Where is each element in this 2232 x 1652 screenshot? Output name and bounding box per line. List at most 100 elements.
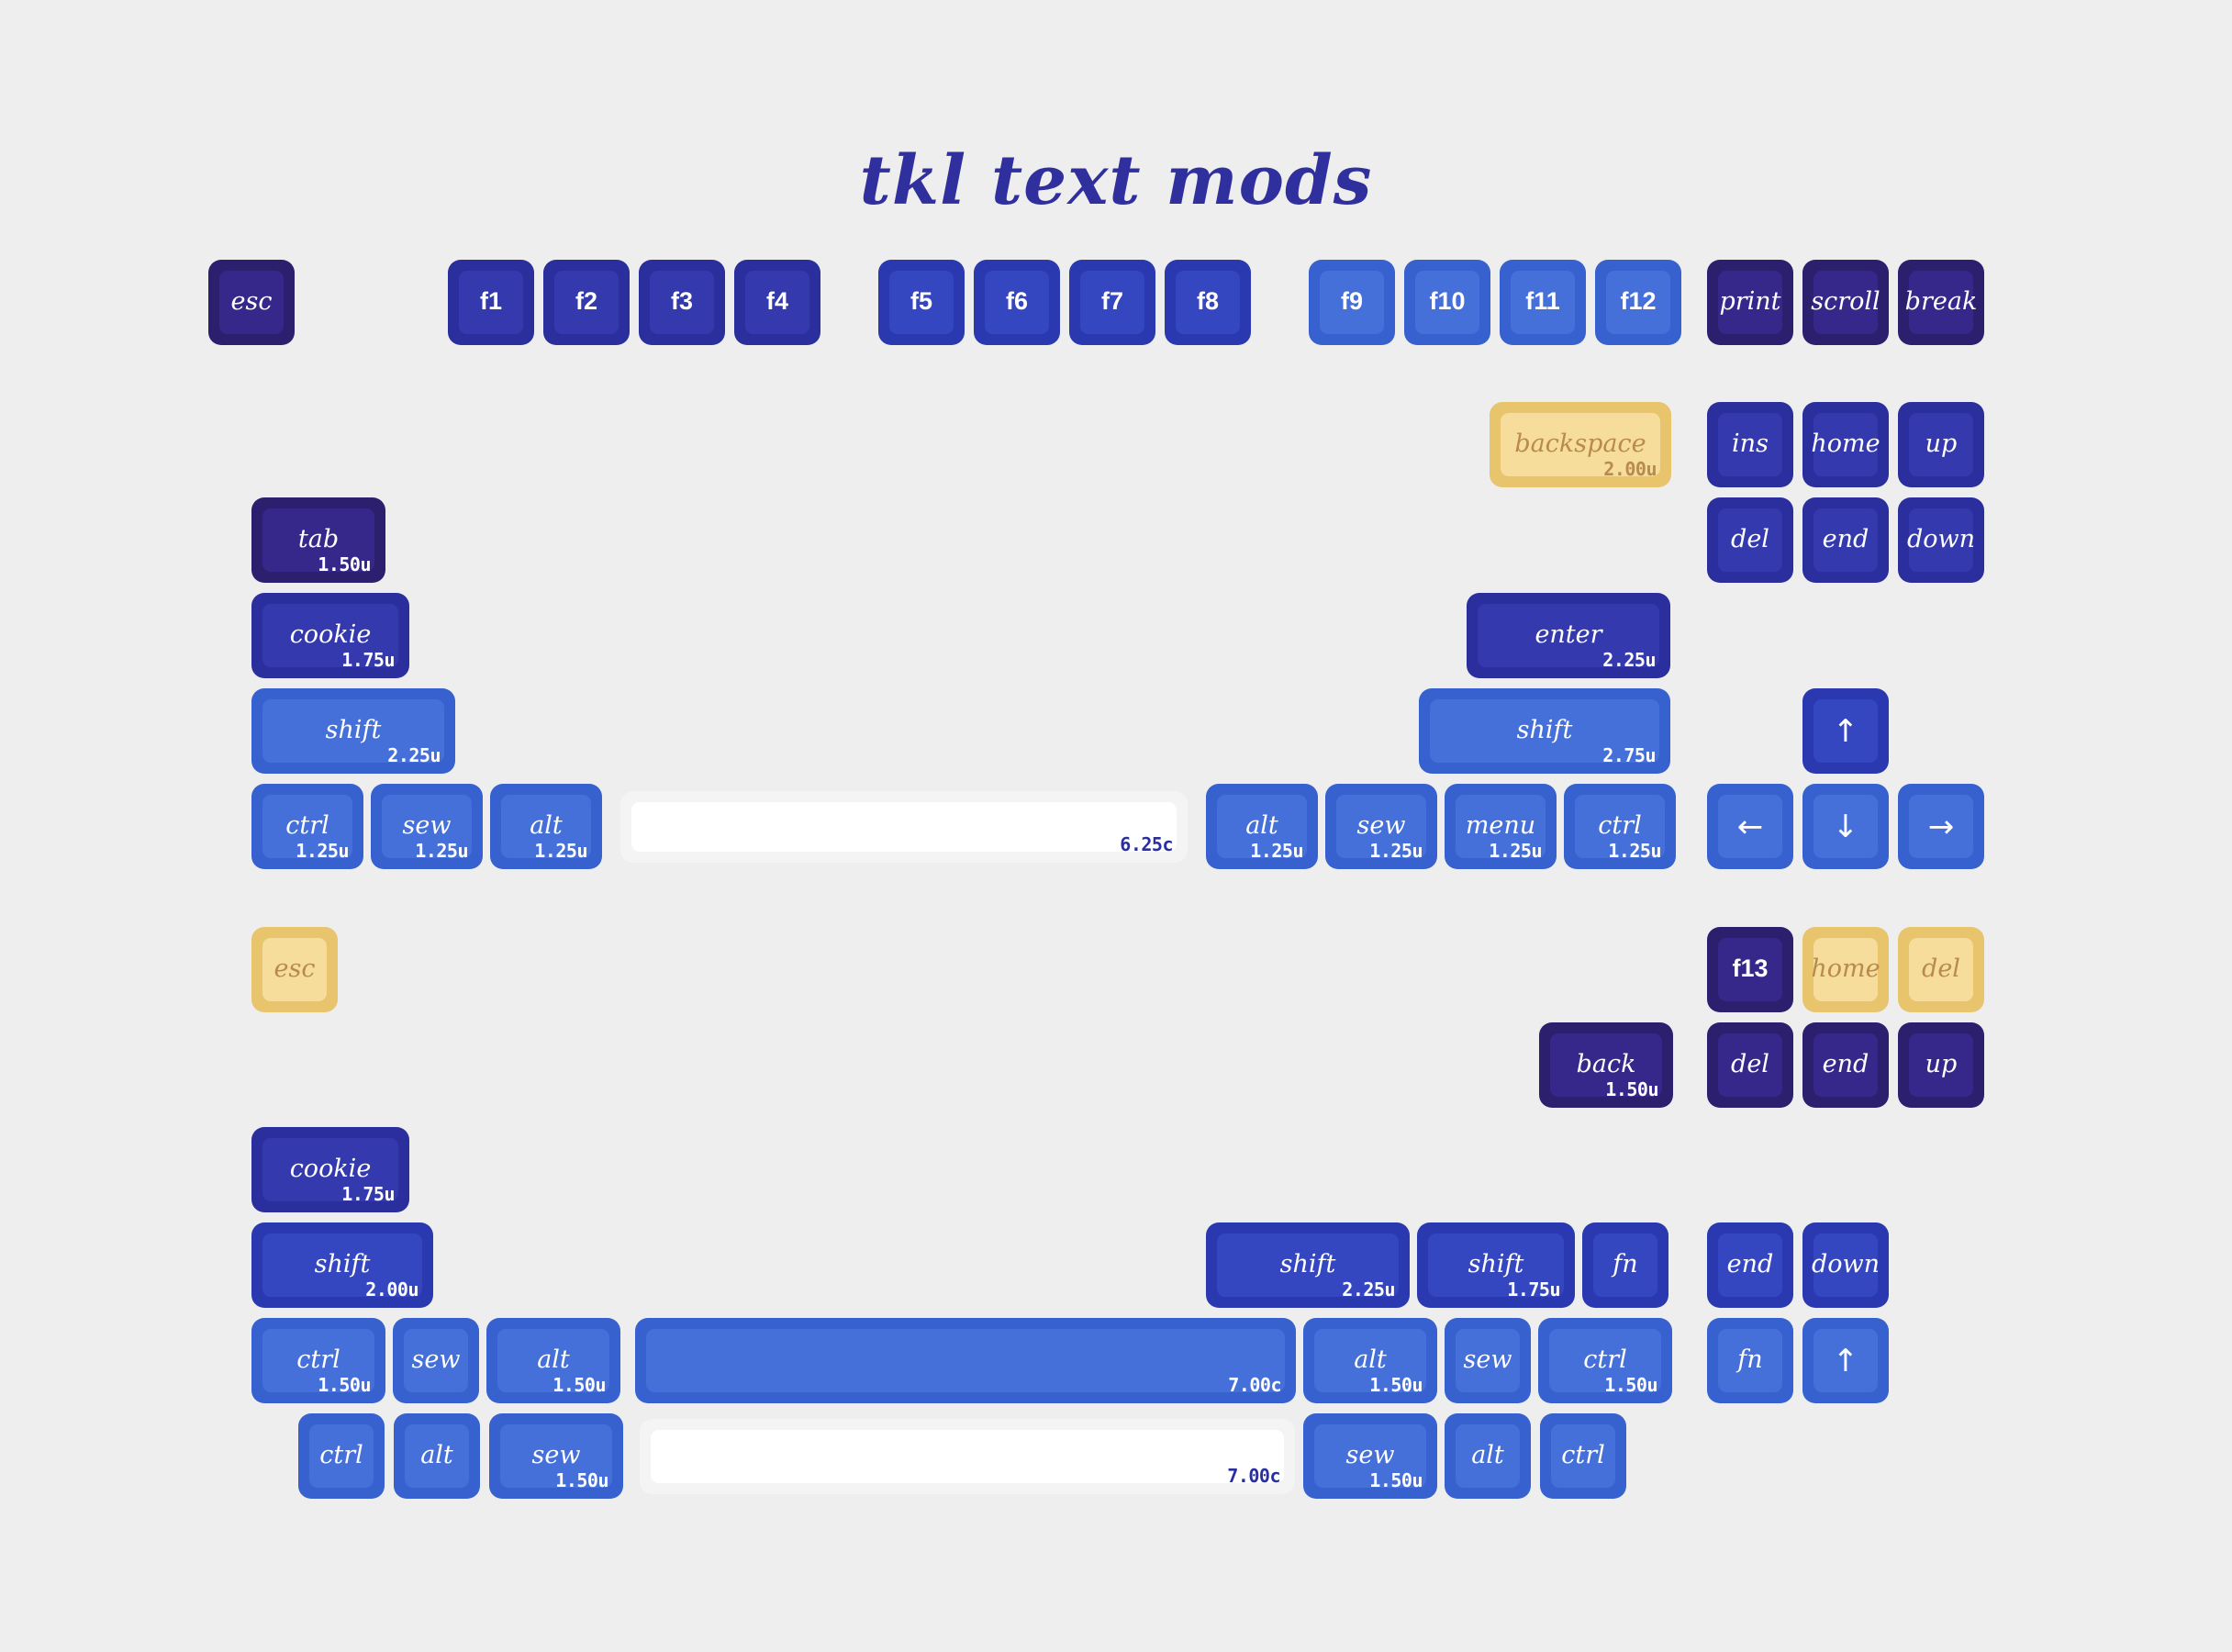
keycap-face: [1430, 699, 1659, 763]
keycap-legend: shift: [325, 715, 382, 744]
keycap-f9[interactable]: f9: [1309, 260, 1395, 345]
keycap-size-label: 1.75u: [1507, 1278, 1560, 1300]
keycap-legend: del: [1731, 524, 1769, 553]
keycap-face: [1909, 938, 1973, 1001]
keycap-arrow-down[interactable]: ↓: [1802, 784, 1889, 869]
keycap-alt-1u[interactable]: alt: [394, 1413, 480, 1499]
keycap-del-navy[interactable]: del: [1707, 1022, 1793, 1108]
keycap-space-700-w[interactable]: 7.00c: [640, 1419, 1295, 1494]
keycap-end-b[interactable]: end: [1707, 1222, 1793, 1308]
keycap-f11[interactable]: f11: [1500, 260, 1586, 345]
keycap-f1[interactable]: f1: [448, 260, 534, 345]
keycap-esc-yellow[interactable]: esc: [251, 927, 338, 1012]
keycap-face: [1575, 795, 1665, 858]
keycap-legend: home: [1811, 429, 1880, 458]
keycap-legend: end: [1822, 524, 1869, 553]
keycap-f3[interactable]: f3: [639, 260, 725, 345]
keycap-down-b[interactable]: down: [1802, 1222, 1889, 1308]
keycap-size-label: 2.25u: [387, 744, 441, 766]
keycap-sew-r-1u[interactable]: sew: [1445, 1318, 1531, 1403]
keycap-f12[interactable]: f12: [1595, 260, 1681, 345]
keycap-alt-r-1u[interactable]: alt: [1445, 1413, 1531, 1499]
keycap-face: [1550, 1033, 1662, 1097]
keycap-f4[interactable]: f4: [734, 260, 820, 345]
keycap-space-700-b[interactable]: 7.00c: [635, 1318, 1296, 1403]
keycap-f5[interactable]: f5: [878, 260, 965, 345]
keycap-f2[interactable]: f2: [543, 260, 630, 345]
keycap-ins[interactable]: ins: [1707, 402, 1793, 487]
keycap-end-navy[interactable]: end: [1802, 1022, 1889, 1108]
keycap-face: [1814, 508, 1878, 572]
keycap-size-label: 1.50u: [552, 1374, 606, 1396]
keycap-esc-fn[interactable]: esc: [208, 260, 295, 345]
keycap-legend: up: [1925, 429, 1958, 458]
keycap-arrow-up-1[interactable]: ↑: [1802, 688, 1889, 774]
keycap-face: [1718, 413, 1782, 476]
keycap-face: [889, 271, 954, 334]
keycap-face: [1718, 1233, 1782, 1297]
keycap-break[interactable]: break: [1898, 260, 1984, 345]
keycap-end[interactable]: end: [1802, 497, 1889, 583]
keycap-ctrl-1u[interactable]: ctrl: [298, 1413, 385, 1499]
keycap-home[interactable]: home: [1802, 402, 1889, 487]
keycap-f8[interactable]: f8: [1165, 260, 1251, 345]
keycap-f13[interactable]: f13: [1707, 927, 1793, 1012]
keycap-legend: sew: [411, 1345, 461, 1374]
keycap-face: [262, 795, 352, 858]
keycap-down-word[interactable]: down: [1898, 497, 1984, 583]
keycap-ctrl-r-1u[interactable]: ctrl: [1540, 1413, 1626, 1499]
keycap-fn-1[interactable]: fn: [1582, 1222, 1668, 1308]
keycap-up-navy[interactable]: up: [1898, 1022, 1984, 1108]
keycap-scroll[interactable]: scroll: [1802, 260, 1889, 345]
keycap-face: [1909, 508, 1973, 572]
keycap-face: [1606, 271, 1670, 334]
keycap-arrow-up-2[interactable]: ↑: [1802, 1318, 1889, 1403]
keycap-sew-1u[interactable]: sew: [393, 1318, 479, 1403]
keycap-legend: ←: [1736, 808, 1764, 845]
keycap-legend: f13: [1732, 954, 1769, 982]
keycap-print[interactable]: print: [1707, 260, 1793, 345]
keycap-legend: f1: [479, 286, 502, 315]
keycap-arrow-left[interactable]: ←: [1707, 784, 1793, 869]
keycap-legend: alt: [530, 810, 563, 840]
keycap-space-625[interactable]: 6.25c: [620, 791, 1188, 863]
keycap-f10[interactable]: f10: [1404, 260, 1490, 345]
keycap-home-yellow[interactable]: home: [1802, 927, 1889, 1012]
keycap-f7[interactable]: f7: [1069, 260, 1155, 345]
keycap-legend: cookie: [289, 1154, 372, 1183]
keycap-del[interactable]: del: [1707, 497, 1793, 583]
keycap-up-word[interactable]: up: [1898, 402, 1984, 487]
keycap-arrow-right[interactable]: →: [1898, 784, 1984, 869]
keycap-face: [382, 795, 472, 858]
keycap-fn-2[interactable]: fn: [1707, 1318, 1793, 1403]
keycap-face: [1593, 1233, 1657, 1297]
keycap-f6[interactable]: f6: [974, 260, 1060, 345]
keycap-del-yellow[interactable]: del: [1898, 927, 1984, 1012]
keycap-size-label: 1.50u: [1369, 1469, 1423, 1491]
